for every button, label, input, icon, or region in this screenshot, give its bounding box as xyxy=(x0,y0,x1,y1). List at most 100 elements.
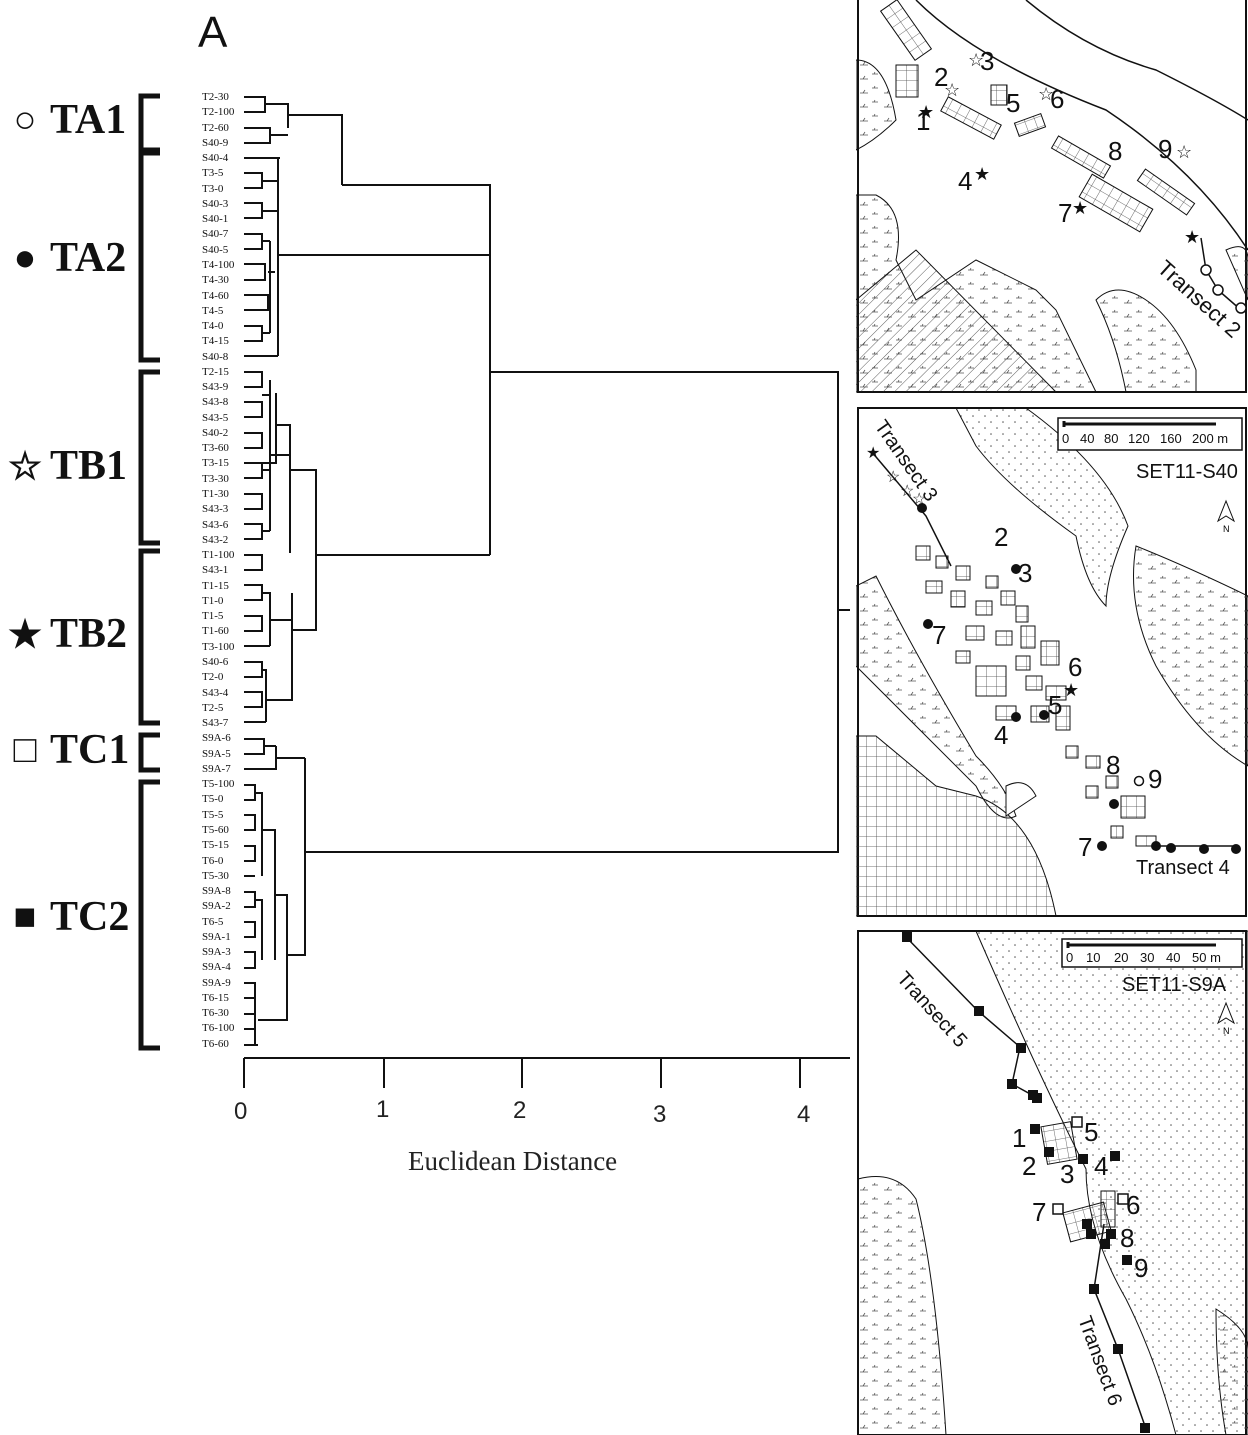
site-label: 6 xyxy=(1126,1190,1140,1220)
leaf-label: S40-9 xyxy=(202,136,229,149)
x-tick-label: 1 xyxy=(376,1096,390,1123)
map-panel-middle: ★☆☆☆ Transect 3 ★ 2 3 7 6 5 4 8 9 7 Tran… xyxy=(856,407,1248,917)
leaf-label: T4-100 xyxy=(202,258,235,271)
site-label: 1 xyxy=(1012,1123,1026,1153)
leaf-label: T6-60 xyxy=(202,1037,229,1050)
leaf-label: S9A-5 xyxy=(202,747,231,760)
svg-text:★: ★ xyxy=(866,445,880,462)
site-label: 8 xyxy=(1106,750,1120,780)
bracket-ta2 xyxy=(138,150,160,363)
svg-text:120: 120 xyxy=(1128,431,1150,446)
site-label: 7 xyxy=(1032,1197,1046,1227)
leaf-label: T2-5 xyxy=(202,701,224,714)
leaf-label: T6-15 xyxy=(202,991,229,1004)
site-label: 1 xyxy=(916,106,930,136)
leaf-label: T1-5 xyxy=(202,610,224,623)
map-panel-top: 1 2 3 4 5 6 7 8 9 ☆☆★ ★☆★ ☆★ Transect 2 xyxy=(856,0,1248,393)
leaf-label: T1-100 xyxy=(202,549,235,562)
svg-text:★: ★ xyxy=(918,102,934,122)
site-label: 6 xyxy=(1068,652,1082,682)
site-label: 3 xyxy=(1018,558,1032,588)
leaf-label: T5-60 xyxy=(202,823,229,836)
x-tick-label: 2 xyxy=(513,1097,527,1124)
bracket-tc2 xyxy=(138,779,160,1051)
site-label: 7 xyxy=(1078,832,1092,862)
leaf-label: S43-1 xyxy=(202,564,229,577)
svg-text:30: 30 xyxy=(1140,950,1154,965)
svg-text:50 m: 50 m xyxy=(1192,950,1221,965)
leaf-label: S9A-8 xyxy=(202,885,231,898)
leaf-label: S43-3 xyxy=(202,503,229,516)
bracket-tb1 xyxy=(138,369,160,546)
svg-text:★: ★ xyxy=(1072,198,1088,218)
svg-text:☆: ☆ xyxy=(886,469,900,486)
leaf-label: S43-2 xyxy=(202,533,229,546)
leaf-label: S9A-1 xyxy=(202,930,231,943)
site-label: 4 xyxy=(958,166,972,196)
leaf-label: S40-6 xyxy=(202,655,229,668)
leaf-label: S9A-6 xyxy=(202,732,231,745)
leaf-label: S40-4 xyxy=(202,152,229,165)
bracket-tc1 xyxy=(138,732,160,773)
leaf-label: S40-3 xyxy=(202,197,229,210)
group-name: TB1 xyxy=(50,443,128,489)
leaf-label: S9A-9 xyxy=(202,976,231,989)
group-label-ta2: ● TA2 xyxy=(8,234,127,282)
leaf-label: S40-5 xyxy=(202,243,229,256)
x-tick-label: 4 xyxy=(797,1101,811,1128)
leaf-label: T4-30 xyxy=(202,274,229,287)
leaf-label: T4-15 xyxy=(202,335,229,348)
site-label: 9 xyxy=(1134,1253,1148,1283)
leaf-label: T3-5 xyxy=(202,167,224,180)
group-label-ta1: ○TA1 xyxy=(8,96,127,144)
leaf-label: T2-15 xyxy=(202,365,229,378)
open-circle-icon: ○ xyxy=(13,99,37,141)
leaf-label: T3-0 xyxy=(202,182,224,195)
leaf-label: T1-60 xyxy=(202,625,229,638)
group-name: TA2 xyxy=(50,235,127,281)
group-label-tc1: □TC1 xyxy=(8,726,130,774)
leaf-label: S40-8 xyxy=(202,350,229,363)
leaf-label: T2-100 xyxy=(202,106,235,119)
svg-text:N: N xyxy=(1223,1026,1230,1036)
group-label-tc2: ■TC2 xyxy=(8,893,130,941)
leaf-label: T3-60 xyxy=(202,442,229,455)
panel-letter: A xyxy=(198,8,228,57)
site-label: 4 xyxy=(1094,1151,1108,1181)
x-tick-label: 3 xyxy=(653,1101,667,1128)
svg-text:★: ★ xyxy=(974,164,990,184)
leaf-label: S43-6 xyxy=(202,518,229,531)
svg-text:40: 40 xyxy=(1080,431,1094,446)
svg-text:☆: ☆ xyxy=(1176,142,1192,162)
site-label: 7 xyxy=(932,620,946,650)
svg-text:☆: ☆ xyxy=(1038,84,1054,104)
north-arrow-icon: N xyxy=(1216,499,1236,534)
leaf-label: T4-60 xyxy=(202,289,229,302)
site-label: 3 xyxy=(1060,1159,1074,1189)
filled-circle-icon: ● xyxy=(13,237,37,279)
svg-text:★: ★ xyxy=(1063,680,1079,700)
leaf-label: S9A-4 xyxy=(202,961,231,974)
map-name: SET11-S40 xyxy=(1136,461,1238,483)
site-label: 2 xyxy=(934,62,948,92)
leaf-label: T3-15 xyxy=(202,457,229,470)
filled-star-icon: ★ xyxy=(8,613,43,656)
svg-text:20: 20 xyxy=(1114,950,1128,965)
svg-text:☆: ☆ xyxy=(900,483,914,500)
leaf-label: T6-30 xyxy=(202,1007,229,1020)
leaf-label: S9A-3 xyxy=(202,946,231,959)
leaf-label: T3-100 xyxy=(202,640,235,653)
leaf-label: T1-15 xyxy=(202,579,229,592)
leaf-label: S40-7 xyxy=(202,228,229,241)
leaf-label: T5-15 xyxy=(202,839,229,852)
site-label: 8 xyxy=(1120,1223,1134,1253)
leaf-label: T4-5 xyxy=(202,304,224,317)
site-label: 2 xyxy=(994,522,1008,552)
leaf-label: T3-30 xyxy=(202,472,229,485)
svg-text:☆: ☆ xyxy=(968,50,984,70)
svg-text:0: 0 xyxy=(1062,431,1069,446)
svg-text:☆: ☆ xyxy=(944,80,960,100)
